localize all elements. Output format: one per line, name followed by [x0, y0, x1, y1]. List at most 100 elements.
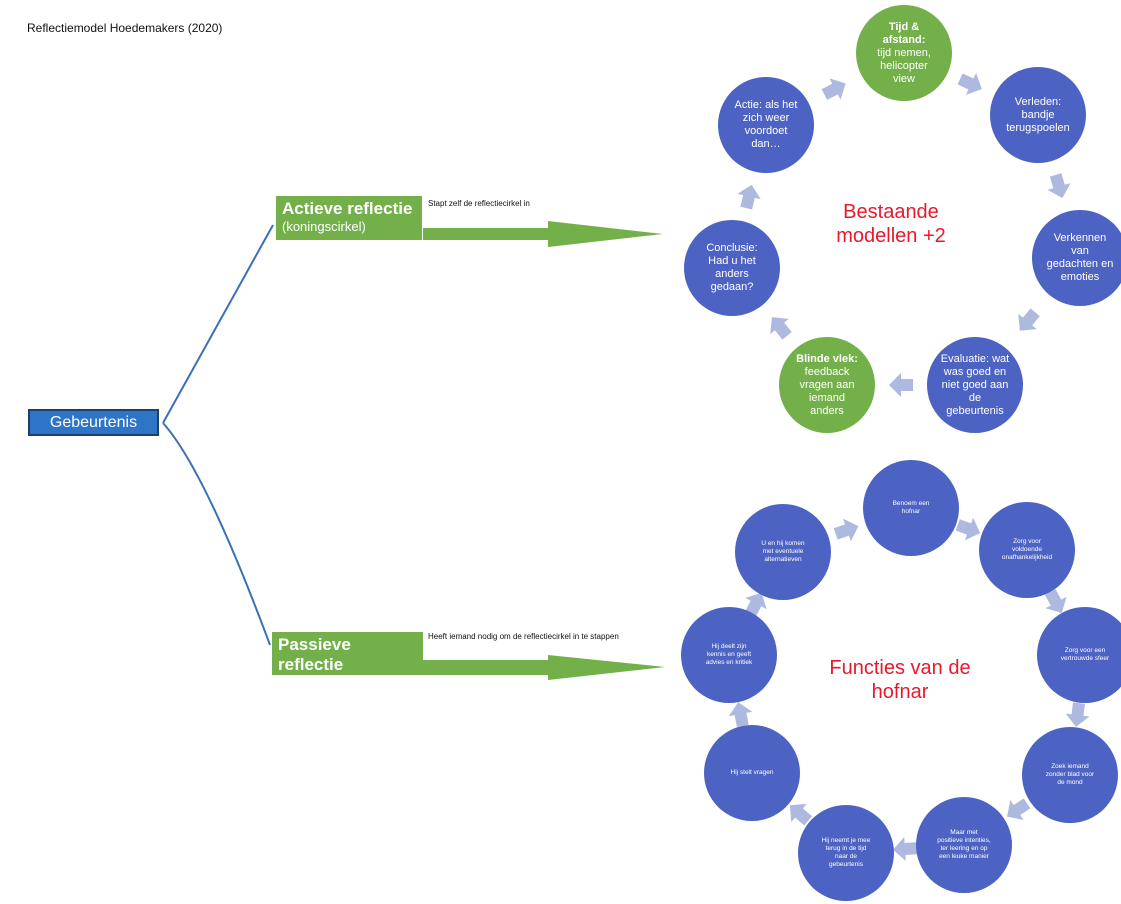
passive-reflection-subtitle: (hofnarcirkel) — [278, 675, 354, 690]
passive-cycle-arrow-2 — [1044, 589, 1067, 614]
passive-cycle-arrow-1 — [955, 517, 981, 541]
connector-line-active — [162, 224, 274, 424]
passive-center-label: Functies van de hofnar — [810, 656, 990, 704]
gebeurtenis-box: Gebeurtenis — [28, 409, 159, 436]
passive-circle-9-line-1: U en hij komen — [761, 540, 805, 547]
active-circle-3-line-3: gedachten en — [1046, 258, 1114, 270]
active-circle-7-line-1: Actie: als het — [734, 99, 798, 111]
active-center-line-2: modellen +2 — [836, 225, 946, 247]
active-circle-3-line-4: emoties — [1060, 271, 1100, 283]
passive-circle-6-line-4: gebeurtenis — [829, 861, 863, 868]
active-cycle-arrow-6 — [737, 184, 761, 210]
passive-circle-6-line-1: Hij neemt je mee — [821, 837, 871, 844]
passive-circle-5-line-1: Maar met — [950, 829, 978, 836]
passive-cycle-arrow-7 — [728, 702, 753, 727]
passive-circle-7: Hij stelt vragen — [704, 725, 800, 821]
active-circle-5-line-2: vragen aan — [799, 378, 855, 391]
active-circle-2-line-2: bandje — [1021, 108, 1055, 121]
passive-cycle-arrow-8 — [745, 592, 767, 617]
passive-circle-9-line-3: alternatieven — [764, 556, 802, 563]
active-circle-5-heading: Blinde vlek: — [796, 352, 858, 365]
passive-reflection-title: Passieve reflectie — [278, 635, 351, 674]
passive-circle-2-line-3: onafhankelijkheid — [1001, 554, 1053, 561]
active-circle-4-line-2: was goed en — [943, 365, 1007, 378]
passive-circle-6-line-2: terug in de tijd — [825, 845, 867, 852]
passive-circle-8-line-2: kennis en geeft — [706, 651, 752, 658]
active-cycle-arrow-1 — [957, 73, 982, 95]
active-circle-1-heading-2: afstand: — [882, 33, 926, 46]
active-circle-7-line-4: dan… — [751, 138, 781, 150]
active-reflection-subtitle: (koningscirkel) — [282, 219, 366, 234]
passive-reflection-note: Heeft iemand nodig om de reflectiecirkel… — [428, 632, 619, 641]
passive-cycle-arrow-4 — [1006, 798, 1031, 821]
passive-cycle-arrow-6 — [789, 803, 813, 826]
passive-circle-4-line-3: de mond — [1057, 779, 1083, 786]
active-cycle-arrow-4 — [889, 373, 913, 397]
passive-circle-5-line-3: ter leering en op — [940, 845, 988, 852]
passive-circle-3-line-1: Zorg voor een — [1064, 647, 1106, 654]
page-title: Reflectiemodel Hoedemakers (2020) — [27, 21, 223, 35]
active-reflection-box: Actieve reflectie (koningscirkel) — [276, 196, 422, 240]
passive-center-line-1: Functies van de — [829, 657, 971, 679]
active-reflection-title: Actieve reflectie — [282, 199, 413, 218]
active-circle-6-line-1: Conclusie: — [706, 242, 758, 254]
active-circle-6-line-4: gedaan? — [710, 281, 754, 293]
active-circle-3-line-1: Verkennen — [1053, 232, 1107, 244]
active-cycle-arrow-3 — [1018, 308, 1040, 331]
active-arrow — [423, 221, 663, 247]
passive-circle-3-line-2: vertrouwde sfeer — [1060, 655, 1110, 662]
passive-circle-9-line-2: met eventuele — [762, 548, 804, 555]
active-circle-5-line-1: feedback — [804, 365, 850, 378]
passive-circle-5-line-2: positieve intenties, — [937, 837, 991, 844]
active-cycle-arrow-7 — [821, 78, 846, 100]
passive-circle-1-line-2: hofnar — [901, 508, 921, 515]
active-circle-5-line-3: iemand — [808, 391, 846, 404]
active-circle-1-line-3: view — [892, 72, 915, 85]
active-circle-4-line-5: gebeurtenis — [946, 404, 1004, 417]
passive-center-line-2: hofnar — [871, 681, 929, 703]
passive-circle-6-line-3: naar de — [834, 853, 858, 860]
active-circle-1-line-2: helicopter — [880, 59, 928, 72]
passive-circle-4-line-2: zonder blad voor — [1045, 771, 1095, 778]
active-circle-7-line-3: voordoet — [744, 125, 788, 137]
active-circle-4-line-3: niet goed aan — [941, 378, 1009, 391]
active-center-line-1: Bestaande — [843, 201, 939, 223]
passive-cycle-arrow-5 — [893, 837, 918, 861]
passive-circle-8-line-3: advies en kritiek — [705, 659, 753, 666]
active-circle-7-line-2: zich weer — [742, 112, 790, 124]
active-circle-6-line-2: Had u het — [708, 255, 756, 267]
active-cycle-arrow-2 — [1047, 173, 1071, 199]
passive-circle-4-line-1: Zoek iemand — [1051, 763, 1089, 770]
cycle-arrows — [728, 73, 1090, 861]
active-reflection-note: Stapt zelf de reflectiecirkel in — [428, 199, 530, 208]
active-circle-1-line-1: tijd nemen, — [877, 46, 931, 59]
active-cycle-arrow-5 — [770, 317, 792, 340]
passive-cycle-arrow-3 — [1065, 702, 1090, 727]
active-circle-4-line-4: de — [968, 391, 982, 404]
passive-cycle-arrow-9 — [833, 518, 859, 542]
active-circle-6-line-3: anders — [715, 268, 749, 280]
active-circle-2-line-1: Verleden: — [1014, 95, 1062, 108]
passive-circle-1-line-1: Benoem een — [892, 500, 930, 507]
active-circle-4-line-1: Evaluatie: wat — [940, 352, 1010, 365]
active-circle-1-heading: Tijd & — [888, 20, 920, 33]
passive-circle-5-line-4: een leuke manier — [939, 853, 989, 860]
passive-circle-8-line-1: Hij deelt zijn — [711, 643, 747, 650]
active-circle-2-line-3: terugspoelen — [1006, 121, 1070, 134]
passive-circle-2-line-1: Zorg voor — [1013, 538, 1041, 545]
